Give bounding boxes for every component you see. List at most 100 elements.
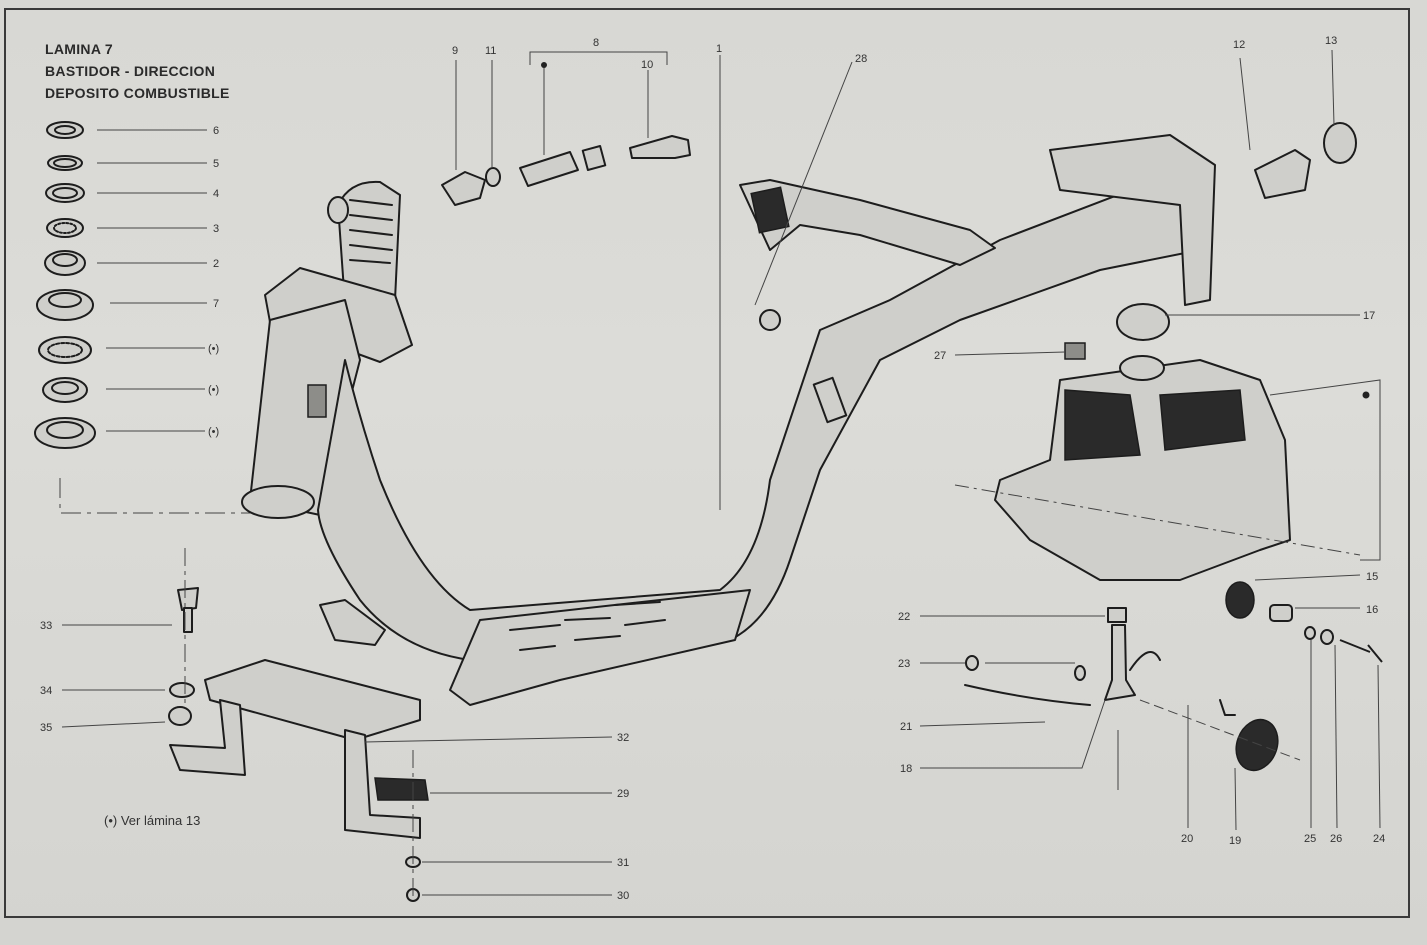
callout-21: 21	[900, 721, 912, 733]
tank-bracket-line	[1269, 379, 1381, 561]
part-3-balls	[53, 222, 77, 234]
ignition-lock	[441, 135, 691, 206]
page-title: LAMINA 7 BASTIDOR - DIRECCION DEPOSITO C…	[45, 38, 230, 104]
part-11-washer	[485, 167, 501, 187]
part-8-lock-head	[581, 145, 607, 171]
callout-ref-3: (•)	[208, 426, 219, 438]
lower-bearing-a	[38, 336, 92, 364]
callout-6: 6	[213, 125, 219, 137]
part-35-nut	[168, 706, 192, 726]
title-subsection: DEPOSITO COMBUSTIBLE	[45, 85, 230, 101]
part-19-knob	[1235, 718, 1279, 772]
callout-5: 5	[213, 158, 219, 170]
part-27-clip	[1064, 342, 1086, 360]
callout-ref-1: (•)	[208, 343, 219, 355]
leader-21	[919, 721, 1046, 727]
callout-8: 8	[593, 37, 599, 49]
part-23-clamp-2	[1074, 665, 1086, 681]
part-33-bolt-head	[177, 587, 199, 611]
part-7-hole	[48, 292, 82, 308]
leader-27	[954, 351, 1066, 356]
part-21-hose	[964, 684, 1091, 706]
callout-20: 20	[1181, 833, 1193, 845]
callout-ref-2: (•)	[208, 384, 219, 396]
leader-35	[61, 721, 166, 728]
callout-19: 19	[1229, 835, 1241, 847]
floor-board	[449, 589, 751, 706]
part-23-clamp	[965, 655, 979, 671]
tail-light	[1254, 122, 1357, 199]
rear-cross-member	[739, 179, 996, 266]
part-8-lock-body	[519, 151, 579, 187]
tank-filler-neck	[1119, 355, 1165, 381]
bearing-leaders	[97, 129, 207, 432]
callout-27: 27	[934, 350, 946, 362]
callout-30: 30	[617, 890, 629, 902]
callout-25: 25	[1304, 833, 1316, 845]
lower-bearing-c-hole	[46, 421, 84, 439]
callout-13: 13	[1325, 35, 1337, 47]
tank-shadow-front	[1064, 389, 1141, 461]
bearing-axis-line	[59, 478, 268, 514]
part-6-hole	[54, 125, 76, 135]
fuel-tap-lever	[1129, 651, 1161, 671]
callout-18: 18	[900, 763, 912, 775]
leader-28	[754, 61, 853, 306]
callout-7: 7	[213, 298, 219, 310]
part-29-rubber-foot	[374, 777, 429, 801]
callout-9: 9	[452, 45, 458, 57]
callout-10: 10	[641, 59, 653, 71]
part-26-washer	[1320, 629, 1334, 645]
callout-28: 28	[855, 53, 867, 65]
leader-26	[1334, 644, 1338, 829]
bearing-stack	[34, 121, 268, 514]
callout-24: 24	[1373, 833, 1385, 845]
part-4-ring	[45, 183, 85, 203]
down-tube-bottom	[241, 485, 315, 519]
tank-body	[994, 359, 1291, 581]
fuel-tank	[964, 303, 1383, 772]
callout-11: 11	[485, 45, 496, 57]
leader-13	[1331, 49, 1335, 126]
part-17-cap	[1116, 303, 1170, 341]
footnote: (•) Ver lámina 13	[104, 813, 201, 828]
front-foot-mount	[319, 599, 386, 646]
frame-plug	[759, 309, 781, 331]
main-frame	[241, 134, 1216, 706]
callout-12: 12	[1233, 39, 1245, 51]
part-2-hole	[52, 253, 78, 267]
floor-ribs	[509, 601, 666, 651]
head-tube-eye	[327, 196, 349, 224]
stand-leg-right	[344, 729, 421, 839]
tank-shadow-rear	[1159, 389, 1246, 451]
centre-stand	[168, 587, 429, 902]
title-sheet-number: LAMINA 7	[45, 41, 113, 57]
part-9-barrel	[441, 171, 486, 206]
part-25-washer	[1304, 626, 1316, 640]
part-20-pin	[1219, 699, 1236, 716]
part-3-bearing	[46, 218, 84, 238]
stand-leg-left	[169, 699, 246, 776]
title-section: BASTIDOR - DIRECCION	[45, 63, 216, 79]
leader-24	[1377, 664, 1381, 829]
lower-bearing-b-hole	[51, 381, 79, 395]
callout-15: 15	[1366, 571, 1378, 583]
part-33-bolt-shank	[183, 607, 193, 633]
callout-26: 26	[1330, 833, 1342, 845]
leader-18	[920, 699, 1106, 769]
tank-mount-dot	[1362, 391, 1370, 399]
tap-axis-line	[1139, 699, 1301, 761]
part-15-grommet	[1225, 581, 1255, 619]
leader-19	[1234, 767, 1237, 831]
callout-3: 3	[213, 223, 219, 235]
callout-22: 22	[898, 611, 910, 623]
down-tube-slot	[307, 384, 327, 418]
part-6-ring	[46, 121, 84, 139]
callout-4: 4	[213, 188, 219, 200]
leader-15	[1254, 574, 1361, 581]
part-34-washer	[169, 682, 195, 698]
callout-29: 29	[617, 788, 629, 800]
leader-32	[364, 736, 613, 743]
callout-31: 31	[617, 857, 629, 869]
part-22-nut	[1107, 607, 1127, 623]
